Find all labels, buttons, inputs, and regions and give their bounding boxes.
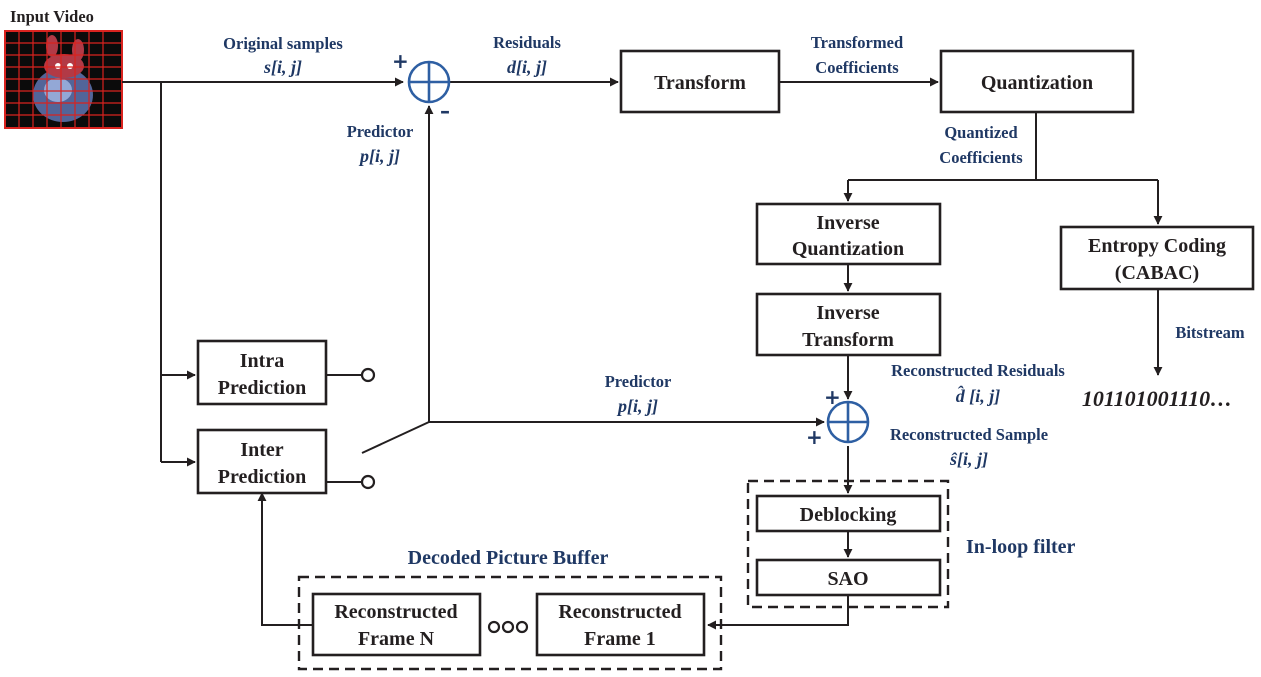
recon-frame-n-label-1: Reconstructed [334,601,457,623]
dpb-label: Decoded Picture Buffer [408,547,609,569]
dpb-group [297,575,723,671]
recon-adder-plus-top: + [824,385,841,409]
transformed-coeff-label-2: Coefficients [815,58,899,77]
dpb-to-inter-line [257,492,313,626]
residuals-math: d[i, j] [507,57,547,77]
inter-prediction-label-1: Inter [240,439,283,461]
deblocking-block [755,494,942,533]
entropy-coding-label-1: Entropy Coding [1088,235,1226,257]
intra-prediction-label-1: Intra [240,350,284,372]
inter-terminal [360,474,376,490]
inverse-transform-block [755,292,942,357]
adder-minus-sign: – [440,99,450,123]
sao-block [755,558,942,597]
inloop-filter-label: In-loop filter [966,536,1076,558]
recon-frame-1-label-2: Frame 1 [584,628,656,650]
bitstream-value: 101101001110… [1082,386,1232,411]
bitstream-label: Bitstream [1175,323,1245,342]
adder-plus-sign: + [392,49,409,73]
recon-frame-n-block [311,592,482,657]
transform-label: Transform [654,72,746,94]
mode-switch [361,421,430,454]
frames-ellipsis [487,620,529,634]
transform-block [619,49,781,114]
predictor-mid-math: p[i, j] [616,396,658,416]
reconstruction-adder [826,400,870,444]
predictor-top-math: p[i, j] [358,146,400,166]
entropy-coding-label-2: (CABAC) [1115,262,1199,284]
inter-prediction-block [196,428,328,495]
intra-prediction-block [196,339,328,406]
recon-frame-n-label-2: Frame N [358,628,435,650]
inverse-quantization-block [755,202,942,266]
quantization-block [939,49,1135,114]
quantized-coeff-label-2: Coefficients [939,148,1023,167]
intra-terminal [360,367,376,383]
inverse-quantization-label-2: Quantization [792,238,904,260]
predictor-top-label: Predictor [347,122,414,141]
entropy-coding-block [1059,225,1255,291]
inverse-transform-label-1: Inverse [816,302,879,324]
original-samples-math: s[i, j] [263,57,302,77]
residual-adder [407,60,451,104]
sao-label: SAO [827,568,868,590]
recon-frame-1-block [535,592,706,657]
quantized-coeff-label-1: Quantized [944,123,1017,142]
quantization-label: Quantization [981,72,1093,94]
input-video-thumbnail [4,30,123,129]
inverse-transform-label-2: Transform [802,329,894,351]
recon-residuals-label: Reconstructed Residuals [891,361,1065,380]
intra-prediction-label-2: Prediction [218,377,307,399]
recon-frame-1-label-1: Reconstructed [558,601,681,623]
to-dpb-line [707,595,849,630]
deblocking-label: Deblocking [800,504,897,526]
inverse-quantization-label-1: Inverse [816,212,879,234]
recon-sample-label: Reconstructed Sample [890,425,1048,444]
inter-prediction-label-2: Prediction [218,466,307,488]
transformed-coeff-label-1: Transformed [811,33,903,52]
input-video-label: Input Video [10,7,94,26]
recon-adder-plus-left: + [806,425,823,449]
recon-residuals-math: d̂ [i, j] [956,385,1001,406]
inloop-filter-group [746,479,950,609]
predictor-mid-label: Predictor [605,372,672,391]
recon-sample-math: ŝ[i, j] [949,449,988,469]
residuals-label: Residuals [493,33,561,52]
original-samples-label: Original samples [223,34,343,53]
